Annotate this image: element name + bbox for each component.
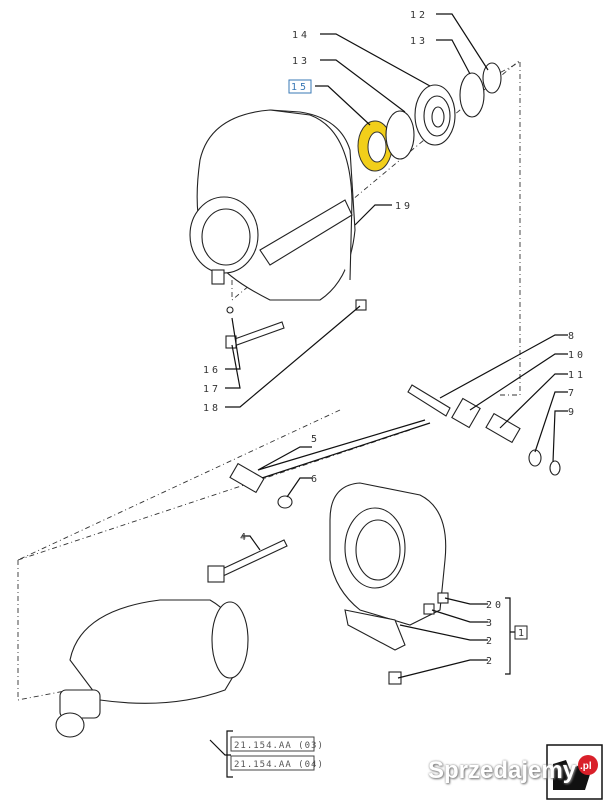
reference-box[interactable] — [230, 736, 315, 752]
callout-13: 13 — [292, 56, 310, 67]
logo-text: .pl — [580, 761, 592, 772]
reference-link[interactable]: 21.154.AA (04) — [234, 760, 324, 770]
plug — [423, 603, 435, 615]
selected-callout-box[interactable] — [288, 79, 312, 94]
plug — [437, 592, 449, 604]
callout-2: 2 — [486, 636, 495, 647]
callout-2: 2 — [486, 656, 495, 667]
callout-19: 19 — [395, 201, 413, 212]
seal-ring-highlighted — [357, 120, 393, 172]
callout-18: 18 — [203, 403, 221, 414]
callout-4: 4 — [240, 532, 249, 543]
washer — [226, 306, 234, 314]
leader-lines — [209, 13, 568, 756]
callout-17: 17 — [203, 384, 221, 395]
differential-housing — [189, 109, 356, 301]
banjo-bolt — [229, 462, 265, 494]
callout-13: 13 — [410, 36, 428, 47]
callout-7: 7 — [568, 388, 577, 399]
valve-assembly — [407, 384, 561, 476]
callout-14: 14 — [292, 30, 310, 41]
callout-1: 1 — [518, 628, 527, 639]
callout-9: 9 — [568, 407, 577, 418]
callout-11: 11 — [568, 370, 586, 381]
callout-5: 5 — [311, 434, 320, 445]
sprzedajemy-logo: .pl — [546, 744, 603, 800]
plug — [388, 671, 402, 685]
reference-bracket — [226, 730, 233, 778]
snap-ring — [459, 72, 485, 118]
bearing — [414, 84, 456, 146]
callout-6: 6 — [311, 474, 320, 485]
bearing-support — [329, 482, 447, 651]
assembly-callout-box — [514, 625, 528, 640]
circlip — [482, 62, 502, 94]
reference-box[interactable] — [230, 755, 315, 771]
callout-10: 10 — [568, 350, 586, 361]
callout-3: 3 — [486, 618, 495, 629]
differential-assembly — [55, 599, 249, 738]
callout-8: 8 — [568, 331, 577, 342]
callout-12: 12 — [410, 10, 428, 21]
callout-16: 16 — [203, 365, 221, 376]
watermark: Sprzedajemy — [428, 757, 577, 784]
assembly-dash-line — [17, 59, 521, 701]
callout-15[interactable]: 15 — [291, 82, 309, 93]
snap-ring — [385, 110, 415, 160]
reference-link[interactable]: 21.154.AA (03) — [234, 741, 324, 751]
washer — [277, 495, 293, 509]
bolt — [231, 321, 285, 347]
long-bolt — [219, 539, 288, 577]
callout-20: 20 — [486, 600, 504, 611]
plug — [355, 299, 367, 311]
